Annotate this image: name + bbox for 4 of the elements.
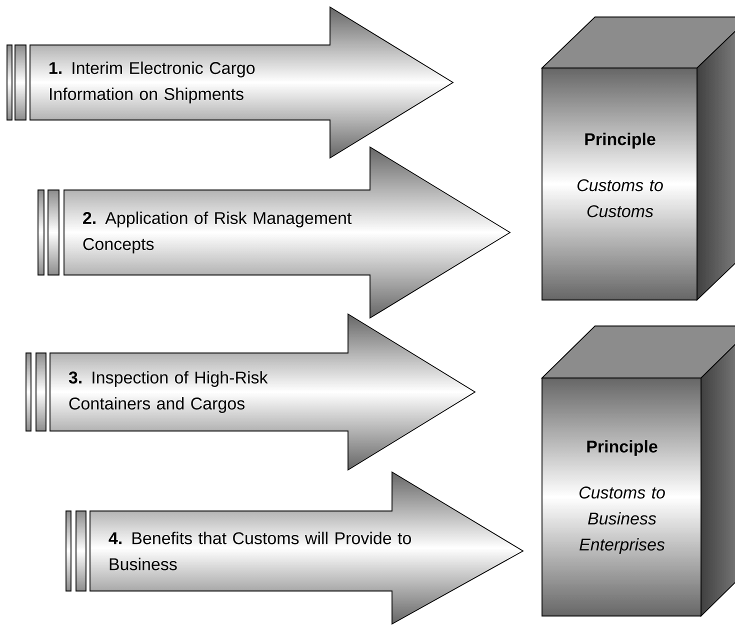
- arrow-shaped-box: 3. Inspection of High-Risk Containers and Cargos: [26, 313, 476, 471]
- arrow-shaped-box: 4. Benefits that Customs will Provide to Business: [66, 471, 524, 625]
- arrow-shaped-box: 2. Application of Risk Management Concepts: [38, 146, 511, 319]
- arrow-shaped-box: 1. Interim Electronic Cargo Information on Shipments: [6, 6, 454, 159]
